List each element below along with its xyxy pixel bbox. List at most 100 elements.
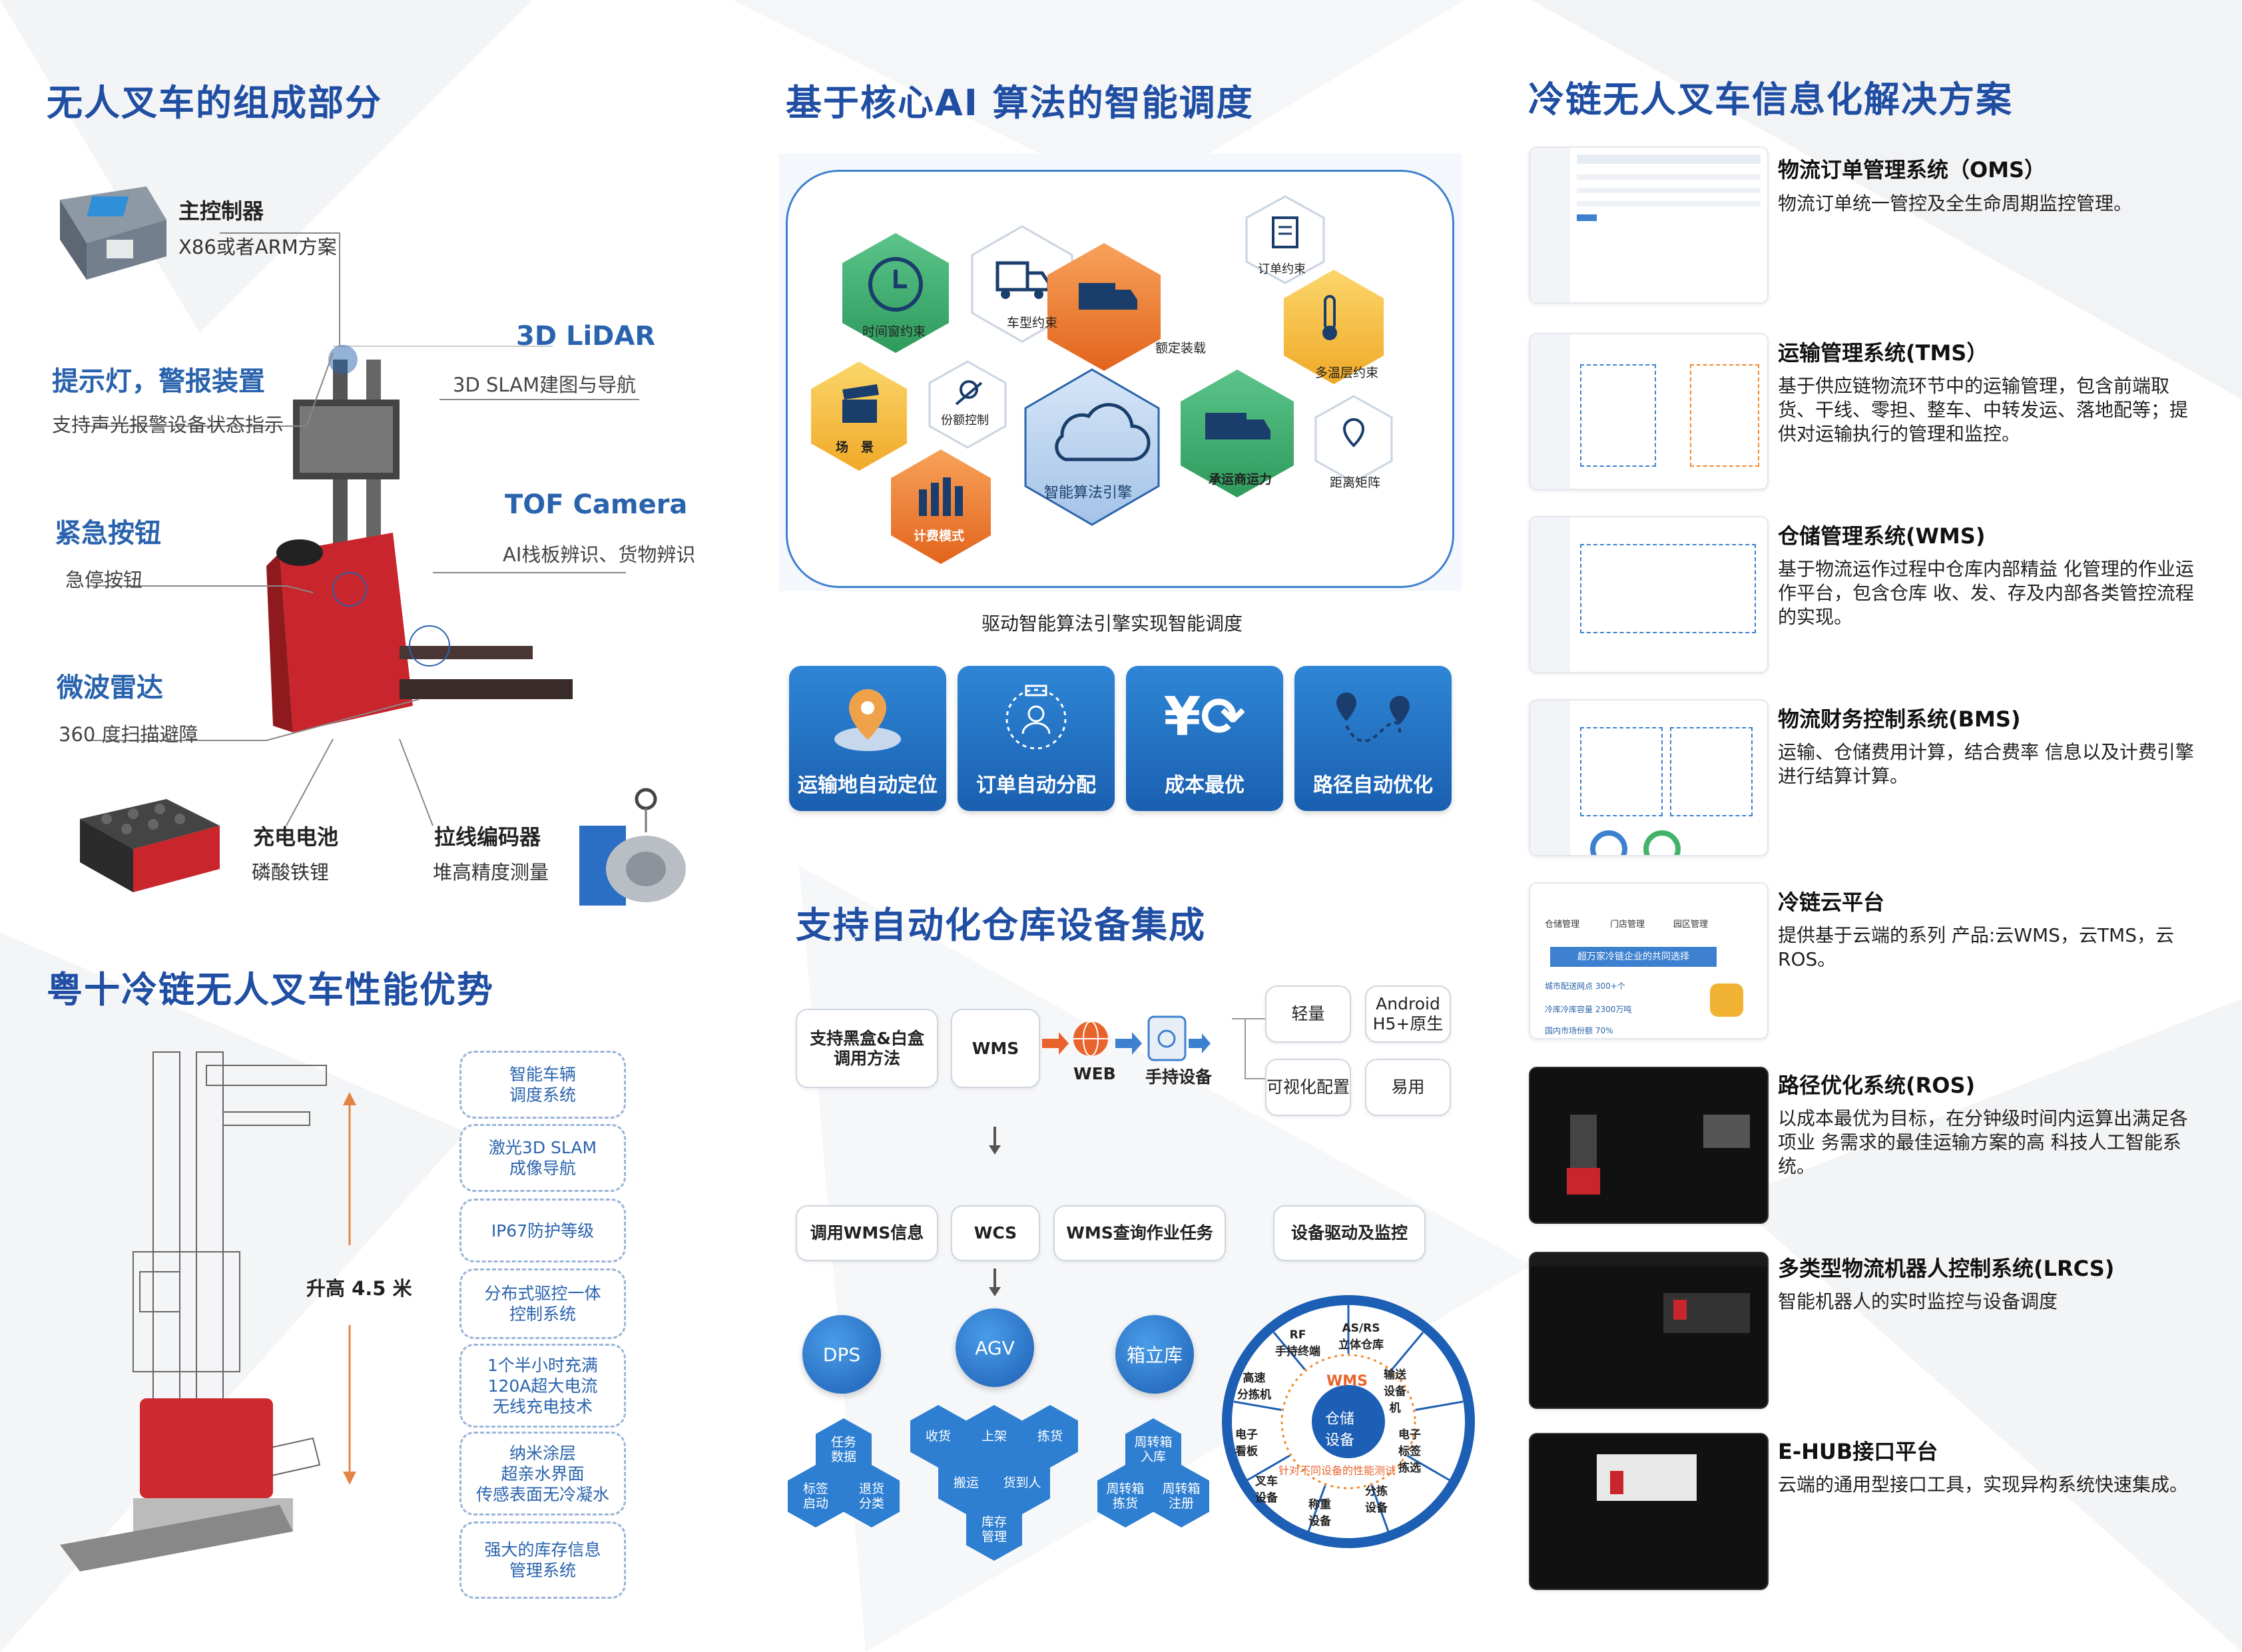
cloud-tab-3: 园区管理 xyxy=(1673,920,1709,930)
label-share: 份额控制 xyxy=(941,413,989,427)
lift-arrow xyxy=(343,1092,356,1485)
oms-desc: 物流订单统一管控及全生命周期监控管理。 xyxy=(1778,192,2133,214)
ros-desc: 以成本最优为目标，在分钟级时间内运算出满足各项业 务需求的最佳运输方案的高 科技… xyxy=(1778,1107,2189,1177)
wheel-ring-label: WMS xyxy=(1326,1373,1368,1390)
bms-desc: 运输、仓储费用计算，结合费率 信息以及计费引擎进行结算计算。 xyxy=(1778,741,2194,787)
encoder-image xyxy=(579,788,686,906)
box-blackbox: 支持黑盒&白盒 调用方法 xyxy=(796,1009,938,1088)
dps-hex-task: 任务 数据 xyxy=(816,1418,872,1481)
feature-2: 激光3D SLAM 成像导航 xyxy=(459,1124,626,1192)
box-hex-register: 周转箱 注册 xyxy=(1153,1465,1209,1527)
cloud-tab-2: 门店管理 xyxy=(1610,920,1645,930)
card-route-label: 路径自动优化 xyxy=(1313,774,1433,797)
oms-screenshot xyxy=(1529,146,1769,304)
forklift-image xyxy=(266,345,573,732)
agv-hex-goods-to-person: 货到人 xyxy=(994,1452,1050,1514)
box-wcs: WCS xyxy=(951,1205,1040,1261)
hex-scene xyxy=(811,362,907,471)
section-title-ai: 基于核心AI 算法的智能调度 xyxy=(786,82,1254,124)
circle-agv: AGV xyxy=(956,1308,1034,1387)
hex-order xyxy=(1245,195,1325,284)
wheel-seg-conveyor: 输送 设备 机 xyxy=(1384,1368,1406,1415)
card-route: 路径自动优化 xyxy=(1294,666,1452,811)
circle-box-library: 箱立库 xyxy=(1115,1315,1194,1394)
hex-carrier xyxy=(1181,370,1294,497)
radar-sub: 360 度扫描避障 xyxy=(59,723,198,746)
radar-title: 微波雷达 xyxy=(57,673,163,703)
section-title-solutions: 冷链无人叉车信息化解决方案 xyxy=(1528,79,2013,121)
cloud-banner: 超万家冷链企业的共同选择 xyxy=(1550,947,1717,967)
box-hex-inbound: 周转箱 入库 xyxy=(1125,1418,1181,1481)
web-handheld-icons xyxy=(1042,1015,1211,1061)
card-location: 运输地自动定位 xyxy=(789,666,946,811)
label-distance: 距离矩阵 xyxy=(1330,475,1381,490)
hex-distance xyxy=(1314,395,1393,483)
wheel-seg-epick: 电子 标签 拣选 xyxy=(1398,1428,1421,1475)
wheel-seg-forklift: 叉车 设备 xyxy=(1255,1475,1278,1505)
wheel-seg-rf: RF 手持终端 xyxy=(1275,1328,1320,1358)
tms-title: 运输管理系统(TMS） xyxy=(1778,340,1988,366)
wms-screenshot xyxy=(1529,516,1769,673)
box-hex-pick: 周转箱 拣货 xyxy=(1097,1465,1153,1527)
oms-title: 物流订单管理系统（OMS） xyxy=(1778,157,2046,182)
label-time-window: 时间窗约束 xyxy=(862,324,926,339)
feature-3: IP67防护等级 xyxy=(459,1199,626,1262)
hex-vehicle-type xyxy=(971,225,1073,343)
ros-title: 路径优化系统(ROS) xyxy=(1778,1073,1976,1098)
wms-wheel xyxy=(1222,1295,1475,1548)
people-network-icon xyxy=(1005,685,1067,750)
wms-title: 仓储管理系统(WMS) xyxy=(1778,523,1986,549)
hex-caption: 驱动智能算法引擎实现智能调度 xyxy=(981,613,1243,635)
box-wms: WMS xyxy=(951,1009,1040,1088)
encoder-sub: 堆高精度测量 xyxy=(433,861,549,884)
route-icon xyxy=(1336,692,1410,742)
card-cost: ¥⟳ 成本最优 xyxy=(1126,666,1283,811)
agv-hex-receive: 收货 xyxy=(910,1405,966,1468)
wheel-seg-board: 电子 看板 xyxy=(1235,1428,1258,1458)
trophy-icon xyxy=(1710,983,1743,1017)
cloud-title: 冷链云平台 xyxy=(1778,890,1885,915)
hex-billing xyxy=(891,449,991,564)
cloud-tab-1: 仓储管理 xyxy=(1545,920,1580,930)
bms-screenshot xyxy=(1529,699,1769,856)
label-multi-temp: 多温层约束 xyxy=(1315,366,1379,380)
card-order-assign: 订单自动分配 xyxy=(958,666,1115,811)
agv-hex-pick: 拣货 xyxy=(1022,1405,1078,1468)
feature-1: 智能车辆 调度系统 xyxy=(459,1051,626,1119)
cloud-stat-1: 城市配送网点 300+个 xyxy=(1545,981,1625,991)
tof-sub: AI栈板辨识、货物辨识 xyxy=(503,543,696,566)
connector-bracket xyxy=(1232,1018,1265,1079)
lidar-sub: 3D SLAM建图与导航 xyxy=(453,374,637,396)
wheel-seg-highspeed: 高速 分拣机 xyxy=(1237,1372,1271,1402)
agv-hex-inventory: 库存 管理 xyxy=(966,1498,1022,1561)
wheel-seg-weigh: 称重 设备 xyxy=(1308,1498,1331,1528)
encoder-title: 拉线编码器 xyxy=(434,824,541,850)
box-query: WMS查询作业任务 xyxy=(1053,1205,1226,1261)
ehub-title: E-HUB接口平台 xyxy=(1778,1439,1938,1464)
tms-desc: 基于供应链物流环节中的运输管理，包含前端取货、干线、零担、整车、中转发运、落地配… xyxy=(1778,375,2189,445)
arrow-down-1 xyxy=(989,1127,1001,1155)
agv-hex-shelve: 上架 xyxy=(966,1405,1022,1468)
label-billing: 计费模式 xyxy=(914,529,965,543)
label-engine: 智能算法引擎 xyxy=(1044,485,1133,501)
battery-title: 充电电池 xyxy=(253,824,339,850)
hex-time-window xyxy=(842,233,949,353)
ehub-screenshot xyxy=(1529,1433,1769,1590)
label-vehicle-type: 车型约束 xyxy=(1007,316,1058,330)
lrcs-screenshot xyxy=(1529,1252,1769,1409)
hex-share xyxy=(928,360,1007,449)
alarm-sub: 支持声光报警设备状态指示 xyxy=(52,413,284,436)
box-driver: 设备驱动及监控 xyxy=(1273,1205,1426,1261)
bms-title: 物流财务控制系统(BMS) xyxy=(1778,706,2021,732)
cloud-stat-3: 国内市场份额 70% xyxy=(1545,1026,1613,1035)
tof-title: TOF Camera xyxy=(505,489,688,520)
cloud-desc: 提供基于云端的系列 产品:云WMS，云TMS，云ROS。 xyxy=(1778,924,2174,970)
section-title-integration: 支持自动化仓库设备集成 xyxy=(796,904,1206,946)
label-handheld: 手持设备 xyxy=(1145,1067,1213,1087)
hex-loading xyxy=(1047,243,1161,371)
card-location-label: 运输地自动定位 xyxy=(798,774,938,797)
estop-sub: 急停按钮 xyxy=(65,569,143,591)
lrcs-title: 多类型物流机器人控制系统(LRCS) xyxy=(1778,1256,2115,1281)
wheel-seg-asrs: AS/RS 立体仓库 xyxy=(1338,1322,1384,1352)
controller-sub: X86或者ARM方案 xyxy=(178,236,337,258)
